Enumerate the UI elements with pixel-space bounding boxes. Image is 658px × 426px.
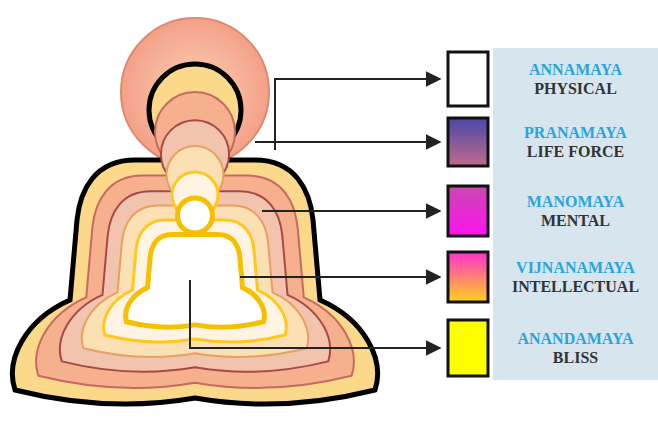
kosha-label: MANOMAYAMENTAL (495, 190, 656, 232)
sheath-body (12, 160, 377, 404)
kosha-label: ANNAMAYAPHYSICAL (495, 58, 656, 100)
swatch (448, 320, 488, 376)
english-name: LIFE FORCE (499, 142, 652, 161)
sheath-body (36, 176, 354, 388)
sheath (104, 172, 287, 342)
sheath (60, 120, 330, 372)
leader-line (255, 141, 440, 143)
english-name: INTELLECTUAL (499, 277, 652, 296)
sheath (82, 146, 308, 357)
sheath-layers (12, 64, 377, 404)
swatch (448, 118, 488, 166)
sanskrit-name: MANOMAYA (499, 192, 652, 211)
sheath (12, 64, 377, 404)
english-name: MENTAL (499, 211, 652, 230)
swatch (448, 252, 488, 302)
kosha-label: ANANDAMAYABLISS (495, 327, 656, 369)
english-name: BLISS (499, 348, 652, 367)
sheath-body (104, 220, 287, 342)
kosha-label: VIJNANAMAYAINTELLECTUAL (495, 256, 656, 298)
sanskrit-name: VIJNANAMAYA (499, 258, 652, 277)
swatch (448, 52, 488, 106)
leader-line (275, 79, 440, 150)
leader-line (190, 280, 440, 348)
leader-line (240, 276, 440, 278)
sheath (126, 198, 265, 327)
english-name: PHYSICAL (499, 79, 652, 98)
sheath-body (60, 191, 330, 372)
sheath-head (178, 198, 213, 233)
kosha-label: PRANAMAYALIFE FORCE (495, 121, 656, 163)
swatch (448, 186, 488, 236)
sheath (36, 92, 354, 388)
sanskrit-name: ANNAMAYA (499, 60, 652, 79)
leader-lines (190, 79, 440, 348)
legend-panel (493, 48, 658, 380)
sheath-body (126, 234, 265, 327)
leader-line (262, 210, 440, 212)
sanskrit-name: PRANAMAYA (499, 123, 652, 142)
sanskrit-name: ANANDAMAYA (499, 329, 652, 348)
